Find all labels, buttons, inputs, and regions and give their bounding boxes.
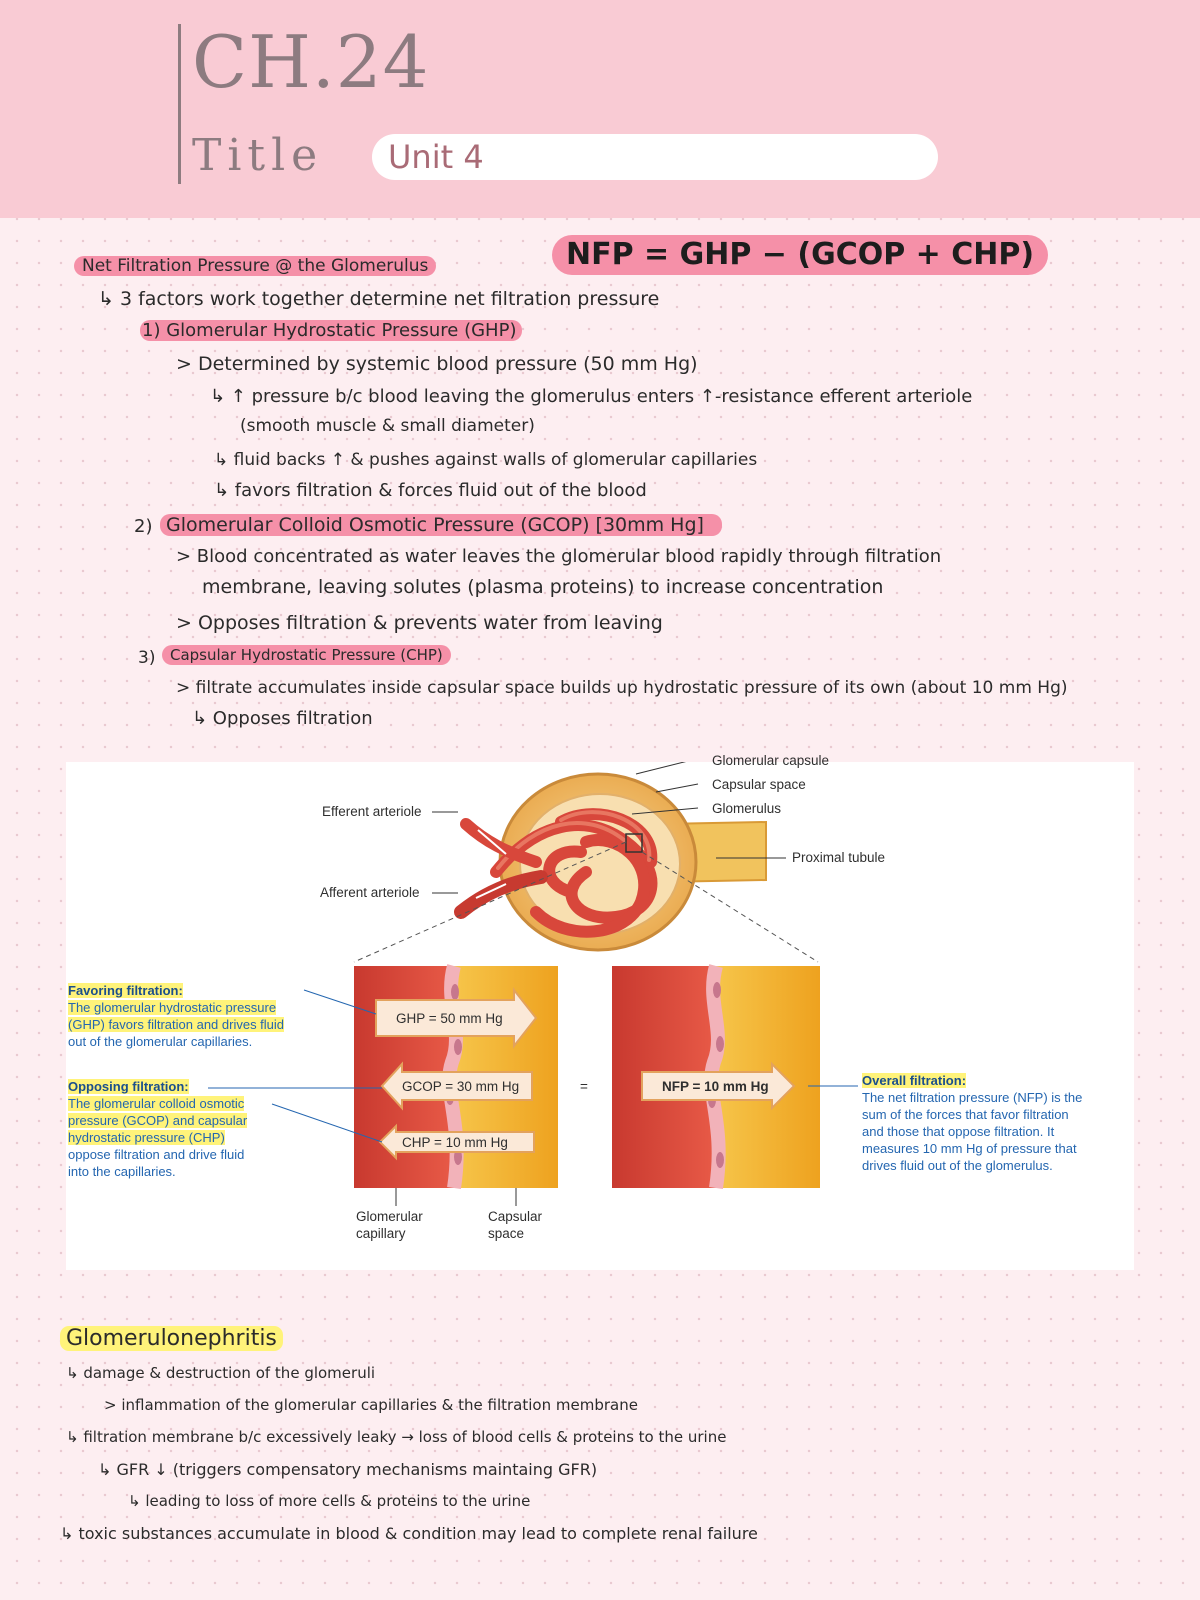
opposing-filtration-callout: Opposing filtration: The glomerular coll… xyxy=(68,1078,298,1180)
favor-body-2: (GHP) favors filtration and drives fluid xyxy=(68,1017,285,1032)
section-title-text: Net Filtration Pressure @ the Glomerulus xyxy=(74,256,437,276)
ghp-arrow xyxy=(375,987,538,1049)
nfp-diagram: Glomerular capsule Capsular space Glomer… xyxy=(66,753,1134,1270)
oppose-body-3: hydrostatic pressure (CHP) xyxy=(68,1130,225,1145)
overall-body-3: and those that oppose filtration. It xyxy=(862,1124,1055,1139)
glomerulonephritis-title: Glomerulonephritis xyxy=(60,1326,283,1351)
factor-2-line-a2: membrane, leaving solutes (plasma protei… xyxy=(202,576,884,598)
page-header: CH.24 Title Unit 4 xyxy=(0,0,1200,218)
chapter-title: CH.24 xyxy=(192,20,430,104)
gn-line-6: ↳ toxic substances accumulate in blood &… xyxy=(60,1524,758,1543)
overall-body-2: sum of the forces that favor filtration xyxy=(862,1107,1069,1122)
factor-2-title: Glomerular Colloid Osmotic Pressure (GCO… xyxy=(160,514,722,536)
factor-1-title-text: 1) Glomerular Hydrostatic Pressure (GHP) xyxy=(140,320,523,341)
label-capsular-space-1: Capsular xyxy=(488,1209,543,1224)
label-capsular-space: Capsular space xyxy=(712,777,806,792)
overall-title: Overall filtration: xyxy=(862,1073,967,1088)
gn-line-2: > inflammation of the glomerular capilla… xyxy=(104,1396,638,1414)
nfp-value: NFP = 10 mm Hg xyxy=(662,1079,769,1094)
overall-body-5: drives fluid out of the glomerulus. xyxy=(862,1158,1053,1173)
oppose-body-1: The glomerular colloid osmotic xyxy=(68,1096,245,1111)
factor-3-number: 3) xyxy=(138,648,156,668)
factor-1-line-c: ↳ fluid backs ↑ & pushes against walls o… xyxy=(214,450,758,470)
label-glomerular-capillary-1: Glomerular xyxy=(356,1209,423,1224)
factor-1-line-a: > Determined by systemic blood pressure … xyxy=(176,353,698,375)
overall-body-4: measures 10 mm Hg of pressure that xyxy=(862,1141,1077,1156)
factor-2-number: 2) xyxy=(134,516,153,537)
label-glomerular-capillary: Glomerular capillary xyxy=(356,1208,423,1242)
factor-1-title: 1) Glomerular Hydrostatic Pressure (GHP) xyxy=(140,320,523,341)
label-afferent-arteriole: Afferent arteriole xyxy=(320,885,420,900)
oppose-title: Opposing filtration: xyxy=(68,1079,189,1094)
label-capsular-space-bottom: Capsular space xyxy=(488,1208,542,1242)
label-glomerulus: Glomerulus xyxy=(712,801,782,816)
oppose-body-5: into the capillaries. xyxy=(68,1164,176,1179)
title-value: Unit 4 xyxy=(388,138,484,176)
intro-line: ↳ 3 factors work together determine net … xyxy=(98,288,660,310)
factor-2-line-b: > Opposes filtration & prevents water fr… xyxy=(176,612,663,634)
nfp-arrow xyxy=(641,1061,796,1111)
title-label: Title xyxy=(192,130,324,181)
diagram-art xyxy=(208,762,858,1206)
gn-line-4: ↳ GFR ↓ (triggers compensatory mechanism… xyxy=(98,1460,598,1479)
favoring-filtration-callout: Favoring filtration: The glomerular hydr… xyxy=(68,982,318,1050)
favor-title: Favoring filtration: xyxy=(68,983,183,998)
overall-body-1: The net filtration pressure (NFP) is the xyxy=(862,1090,1083,1105)
factor-3-title-text: Capsular Hydrostatic Pressure (CHP) xyxy=(162,645,451,665)
oppose-body-2: pressure (GCOP) and capsular xyxy=(68,1113,248,1128)
label-proximal-tubule: Proximal tubule xyxy=(792,850,886,865)
title-field: Unit 4 xyxy=(372,134,938,180)
factor-3-line-b: ↳ Opposes filtration xyxy=(192,708,373,729)
factor-3-title: Capsular Hydrostatic Pressure (CHP) xyxy=(162,645,451,665)
label-glomerular-capsule: Glomerular capsule xyxy=(712,753,830,768)
oppose-body-4: oppose filtration and drive fluid xyxy=(68,1147,245,1162)
factor-2-line-a: > Blood concentrated as water leaves the… xyxy=(176,546,942,567)
section-title: Net Filtration Pressure @ the Glomerulus xyxy=(74,256,437,276)
afferent-arteriole xyxy=(454,870,548,919)
factor-1-line-d: ↳ favors filtration & forces fluid out o… xyxy=(214,480,647,501)
nfp-formula: NFP = GHP − (GCOP + CHP) xyxy=(552,235,1049,275)
label-glomerular-capillary-2: capillary xyxy=(356,1226,406,1241)
chp-arrow xyxy=(378,1123,535,1161)
favor-body-3: out of the glomerular capillaries. xyxy=(68,1034,253,1049)
gcop-arrow xyxy=(380,1061,533,1111)
ghp-value: GHP = 50 mm Hg xyxy=(396,1011,503,1026)
chp-value: CHP = 10 mm Hg xyxy=(402,1135,508,1150)
gcop-value: GCOP = 30 mm Hg xyxy=(402,1079,520,1094)
factor-1-line-b2: (smooth muscle & small diameter) xyxy=(240,416,535,436)
inset-marker xyxy=(625,833,643,853)
label-capsular-space-2: space xyxy=(488,1226,525,1241)
gn-line-1: ↳ damage & destruction of the glomeruli xyxy=(66,1364,376,1382)
glomerulonephritis-title-text: Glomerulonephritis xyxy=(60,1326,283,1351)
right-panel-membrane xyxy=(704,964,726,1190)
factor-1-line-b: ↳ ↑ pressure b/c blood leaving the glome… xyxy=(210,386,973,407)
overall-filtration-callout: Overall filtration: The net filtration p… xyxy=(862,1072,1132,1174)
gn-line-5: ↳ leading to loss of more cells & protei… xyxy=(128,1492,531,1510)
equals-sign: = xyxy=(580,1079,588,1094)
factor-2-title-text: Glomerular Colloid Osmotic Pressure (GCO… xyxy=(160,514,722,536)
gn-line-3: ↳ filtration membrane b/c excessively le… xyxy=(66,1428,727,1446)
factor-3-line-a: > filtrate accumulates inside capsular s… xyxy=(176,678,1068,698)
header-divider xyxy=(178,24,181,184)
label-efferent-arteriole: Efferent arteriole xyxy=(322,804,422,819)
favor-body-1: The glomerular hydrostatic pressure xyxy=(68,1000,277,1015)
